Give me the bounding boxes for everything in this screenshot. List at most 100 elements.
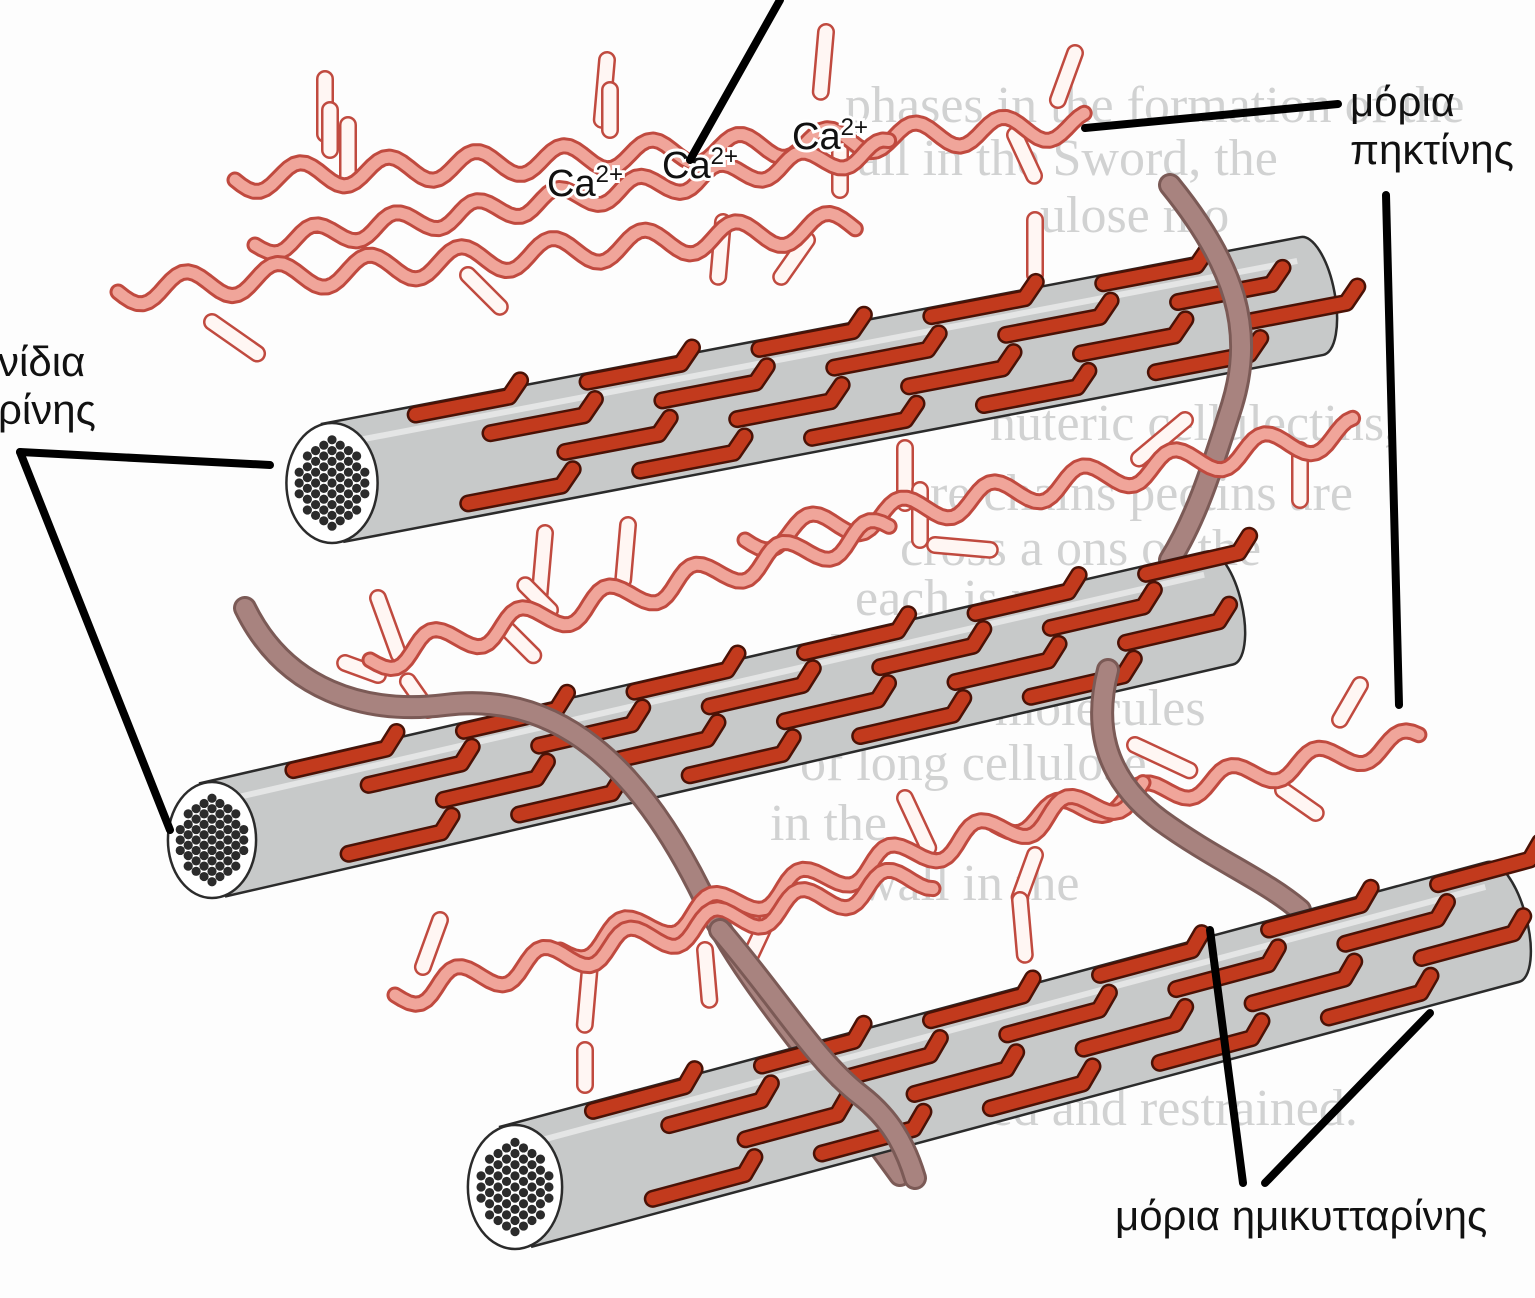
cellulose-chain-dot — [344, 489, 353, 498]
cellulose-chain-dot — [207, 846, 216, 855]
cellulose-chain-dot — [176, 835, 185, 844]
cellulose-chain-dot — [502, 1210, 511, 1219]
pectin-crosslink-lower-5 — [1020, 900, 1025, 955]
cellulose-chain-dot — [319, 516, 328, 525]
cellulose-chain-dot — [493, 1205, 502, 1214]
cellulose-chain-dot — [319, 462, 328, 471]
pectin-crosslink-lower-9 — [705, 950, 709, 1000]
cellulose-chain-dot — [327, 489, 336, 498]
cellulose-chain-dot — [319, 441, 328, 450]
cellulose-chain-dot — [231, 830, 240, 839]
cellulose-chain-dot — [311, 489, 320, 498]
cellulose-chain-dot — [327, 446, 336, 455]
cellulose-chain-dot — [493, 1171, 502, 1180]
cellulose-chain-dot — [215, 851, 224, 860]
cellulose-chain-dot — [502, 1188, 511, 1197]
cellulose-chain-dot — [485, 1210, 494, 1219]
cellulose-chain-dot — [502, 1177, 511, 1186]
cellulose-chain-dot — [223, 856, 232, 865]
cellulose-chain-dot — [207, 856, 216, 865]
cellulose-chain-dot — [544, 1194, 553, 1203]
cellulose-chain-dot — [544, 1171, 553, 1180]
cellulose-chain-dot — [344, 468, 353, 477]
cellulose-chain-dot — [536, 1177, 545, 1186]
cellulose-chain-dot — [336, 505, 345, 514]
leader-line-pectin-right — [1386, 195, 1399, 705]
cellulose-chain-dot — [493, 1182, 502, 1191]
cellulose-chain-dot — [327, 478, 336, 487]
cellulose-chain-dot — [327, 500, 336, 509]
pectin-crosslink-middle-6 — [935, 545, 990, 550]
cellulose-chain-dot — [485, 1166, 494, 1175]
cellulose-chain-dot — [192, 825, 201, 834]
cellulose-chain-dot — [485, 1177, 494, 1186]
cellulose-chain-dot — [223, 815, 232, 824]
cellulose-chain-dot — [344, 457, 353, 466]
cellulose-chain-dot — [176, 825, 185, 834]
cellulose-chain-dot — [192, 804, 201, 813]
calcium-symbol: Ca — [547, 163, 596, 205]
cellulose-chain-dot — [502, 1199, 511, 1208]
cellulose-chain-dot — [510, 1194, 519, 1203]
cellulose-chain-dot — [207, 825, 216, 834]
cellulose-chain-dot — [493, 1194, 502, 1203]
cellulose-chain-dot — [239, 846, 248, 855]
cellulose-chain-dot — [311, 500, 320, 509]
cellulose-chain-dot — [207, 794, 216, 803]
cellulose-chain-dot — [184, 851, 193, 860]
cellulose-chain-dot — [527, 1182, 536, 1191]
cellulose-chain-dot — [303, 462, 312, 471]
cellulose-chain-dot — [527, 1194, 536, 1203]
cellulose-chain-dot — [319, 473, 328, 482]
cellulose-chain-dot — [502, 1166, 511, 1175]
cellulose-chain-dot — [207, 867, 216, 876]
cellulose-chain-dot — [199, 830, 208, 839]
leader-line-pectin-top — [1085, 104, 1338, 128]
cellulose-chain-dot — [352, 495, 361, 504]
cellulose-chain-dot — [344, 511, 353, 520]
cellulose-chain-dot — [485, 1199, 494, 1208]
cellulose-chain-dot — [303, 495, 312, 504]
cellulose-chain-dot — [510, 1227, 519, 1236]
cellulose-chain-dot — [485, 1188, 494, 1197]
cellulose-chain-dot — [344, 446, 353, 455]
cellulose-chain-dot — [215, 799, 224, 808]
cellulose-chain-dot — [344, 500, 353, 509]
cellulose-chain-dot — [336, 441, 345, 450]
cellulose-chain-dot — [199, 841, 208, 850]
pectin-crosslink-lower-4 — [1020, 855, 1035, 897]
cellulose-chain-dot — [519, 1210, 528, 1219]
cellulose-chain-dot — [311, 511, 320, 520]
cellulose-chain-dot — [502, 1221, 511, 1230]
cellulose-chain-dot — [303, 484, 312, 493]
cellulose-chain-dot — [303, 505, 312, 514]
cellulose-chain-dot — [502, 1143, 511, 1152]
label-pectin-line-2: πηκτίνης — [1350, 126, 1514, 174]
calcium-charge: 2+ — [841, 114, 868, 141]
cellulose-chain-dot — [199, 851, 208, 860]
cellulose-chain-dot — [199, 809, 208, 818]
label-pectin-molecules: μόρια πηκτίνης — [1350, 78, 1514, 174]
cellulose-chain-dot — [319, 495, 328, 504]
pectin-chain-6 — [995, 731, 1419, 833]
cellulose-chain-dot — [295, 489, 304, 498]
cellulose-chain-dot — [184, 830, 193, 839]
cellulose-chain-dot — [352, 473, 361, 482]
cellulose-chain-dot — [485, 1155, 494, 1164]
calcium-symbol: Ca — [662, 145, 711, 187]
cellulose-chain-dot — [192, 846, 201, 855]
cellulose-chain-dot — [527, 1205, 536, 1214]
cellulose-chain-dot — [336, 484, 345, 493]
cellulose-chain-dot — [536, 1188, 545, 1197]
cellulose-chain-dot — [510, 1138, 519, 1147]
pectin-crosslink-top-4 — [821, 32, 826, 92]
cellulose-chain-dot — [231, 841, 240, 850]
cellulose-chain-dot — [352, 462, 361, 471]
cellulose-chain-dot — [519, 1155, 528, 1164]
cellulose-chain-dot — [207, 815, 216, 824]
pectin-crosslink-top-12 — [212, 322, 257, 354]
cellulose-chain-dot — [215, 862, 224, 871]
cellulose-chain-dot — [192, 815, 201, 824]
cellulose-chain-dot — [223, 825, 232, 834]
cellulose-chain-dot — [360, 478, 369, 487]
